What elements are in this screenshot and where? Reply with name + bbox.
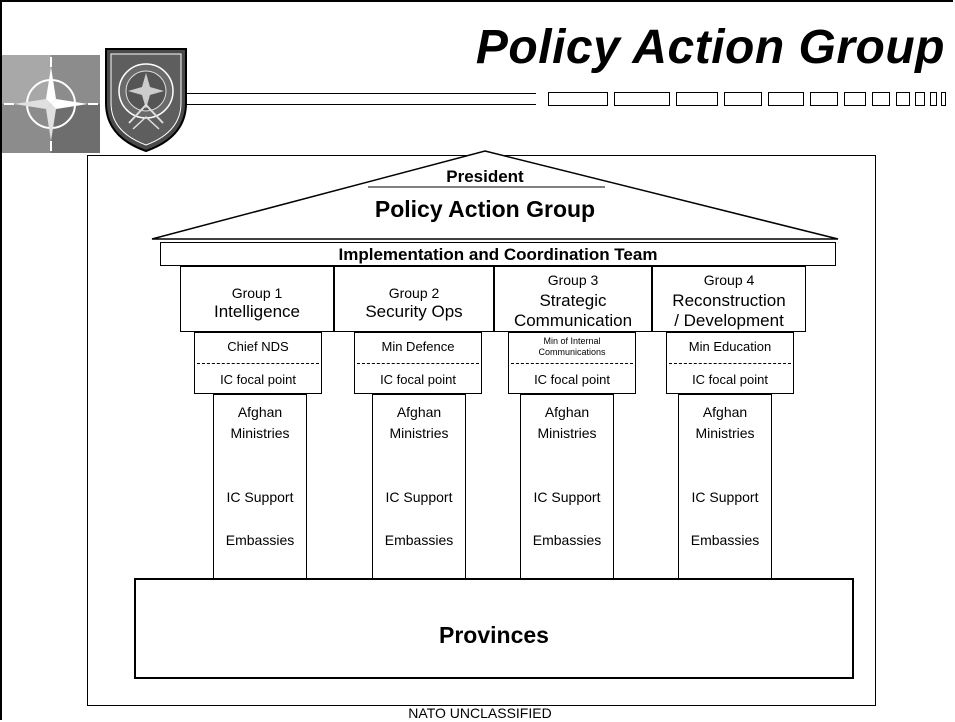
pillar-item: IC Support [385, 489, 453, 505]
divider-dashed [669, 363, 791, 364]
group-1-name: Intelligence [213, 302, 300, 321]
pillar-item: Embassies [225, 532, 295, 548]
divider-dashed [511, 363, 633, 364]
slide-title: Policy Action Group [475, 21, 945, 74]
group-3-pillar: Afghan Ministries IC Support Embassies [520, 394, 614, 579]
group-4-focal-point: IC focal point [692, 372, 768, 387]
pillar-item: IC Support [226, 489, 294, 505]
pillar-item: IC Support [691, 489, 759, 505]
group-3-lead-line2: Communications [538, 347, 606, 357]
header-rule [186, 93, 536, 105]
header-decoration-box [768, 92, 804, 106]
pillar-item: Afghan [396, 404, 442, 420]
header-decoration-box [614, 92, 670, 106]
pillar-item: Embassies [690, 532, 760, 548]
group-2-number: Group 2 [388, 285, 440, 301]
group-4-name-line1: Reconstruction [672, 291, 786, 310]
pillar-item: Afghan [702, 404, 748, 420]
group-1-focal-point: IC focal point [220, 372, 296, 387]
group-3-focal-point: IC focal point [534, 372, 610, 387]
policy-action-group-label: Policy Action Group [374, 196, 596, 222]
group-2-name: Security Ops [365, 302, 463, 321]
group-2-lead: Min Defence [381, 339, 455, 354]
group-4-name-line2: / Development [674, 311, 784, 330]
group-1-lead: Chief NDS [227, 339, 289, 354]
group-1-pillar: Afghan Ministries IC Support Embassies [213, 394, 307, 579]
group-1-number: Group 1 [231, 285, 283, 301]
classification-footer: NATO UNCLASSIFIED [408, 705, 552, 721]
header-decoration-box [676, 92, 718, 106]
pillar-item: Embassies [384, 532, 454, 548]
header-decoration-box [930, 92, 937, 106]
group-3-lead-box: Min of Internal Communications IC focal … [508, 332, 636, 394]
group-4-lead-box: Min Education IC focal point [666, 332, 794, 394]
header-decoration-box [941, 92, 946, 106]
header-decoration-box [724, 92, 762, 106]
pillar-item: Ministries [695, 425, 755, 441]
header-decoration-box [810, 92, 838, 106]
pillar-item: Embassies [532, 532, 602, 548]
header-decoration-box [548, 92, 608, 106]
group-3-lead-line1: Min of Internal [543, 336, 601, 346]
provinces-base: Provinces [134, 578, 854, 679]
header-decoration-box [915, 92, 925, 106]
group-2-lead-box: Min Defence IC focal point [354, 332, 482, 394]
roof-pediment [151, 150, 839, 240]
nato-star-logo [2, 55, 100, 153]
group-1-box: Group 1 Intelligence [180, 266, 334, 332]
header-decoration-box [844, 92, 866, 106]
pillar-item: Ministries [230, 425, 290, 441]
provinces-label: Provinces [439, 622, 549, 648]
pillar-item: Afghan [544, 404, 590, 420]
header-decoration-box [872, 92, 890, 106]
group-3-name-line1: Strategic [539, 291, 607, 310]
crest-shield-logo [105, 48, 187, 153]
group-2-focal-point: IC focal point [380, 372, 456, 387]
divider-dashed [197, 363, 319, 364]
group-2-pillar: Afghan Ministries IC Support Embassies [372, 394, 466, 579]
group-2-box: Group 2 Security Ops [334, 266, 494, 332]
group-4-lead: Min Education [688, 339, 772, 354]
divider-dashed [357, 363, 479, 364]
implementation-team-label: Implementation and Coordination Team [338, 245, 658, 264]
group-1-lead-box: Chief NDS IC focal point [194, 332, 322, 394]
group-3-name-line2: Communication [513, 311, 633, 330]
pillar-item: Ministries [537, 425, 597, 441]
group-4-number: Group 4 [703, 272, 755, 288]
group-4-box: Group 4 Reconstruction / Development [652, 266, 806, 332]
implementation-team-beam: Implementation and Coordination Team [160, 242, 836, 266]
president-label: President [446, 167, 524, 186]
group-3-number: Group 3 [547, 272, 599, 288]
group-4-pillar: Afghan Ministries IC Support Embassies [678, 394, 772, 579]
group-3-box: Group 3 Strategic Communication [494, 266, 652, 332]
header-decoration-box [896, 92, 910, 106]
pillar-item: IC Support [533, 489, 601, 505]
pillar-item: Afghan [237, 404, 283, 420]
pillar-item: Ministries [389, 425, 449, 441]
